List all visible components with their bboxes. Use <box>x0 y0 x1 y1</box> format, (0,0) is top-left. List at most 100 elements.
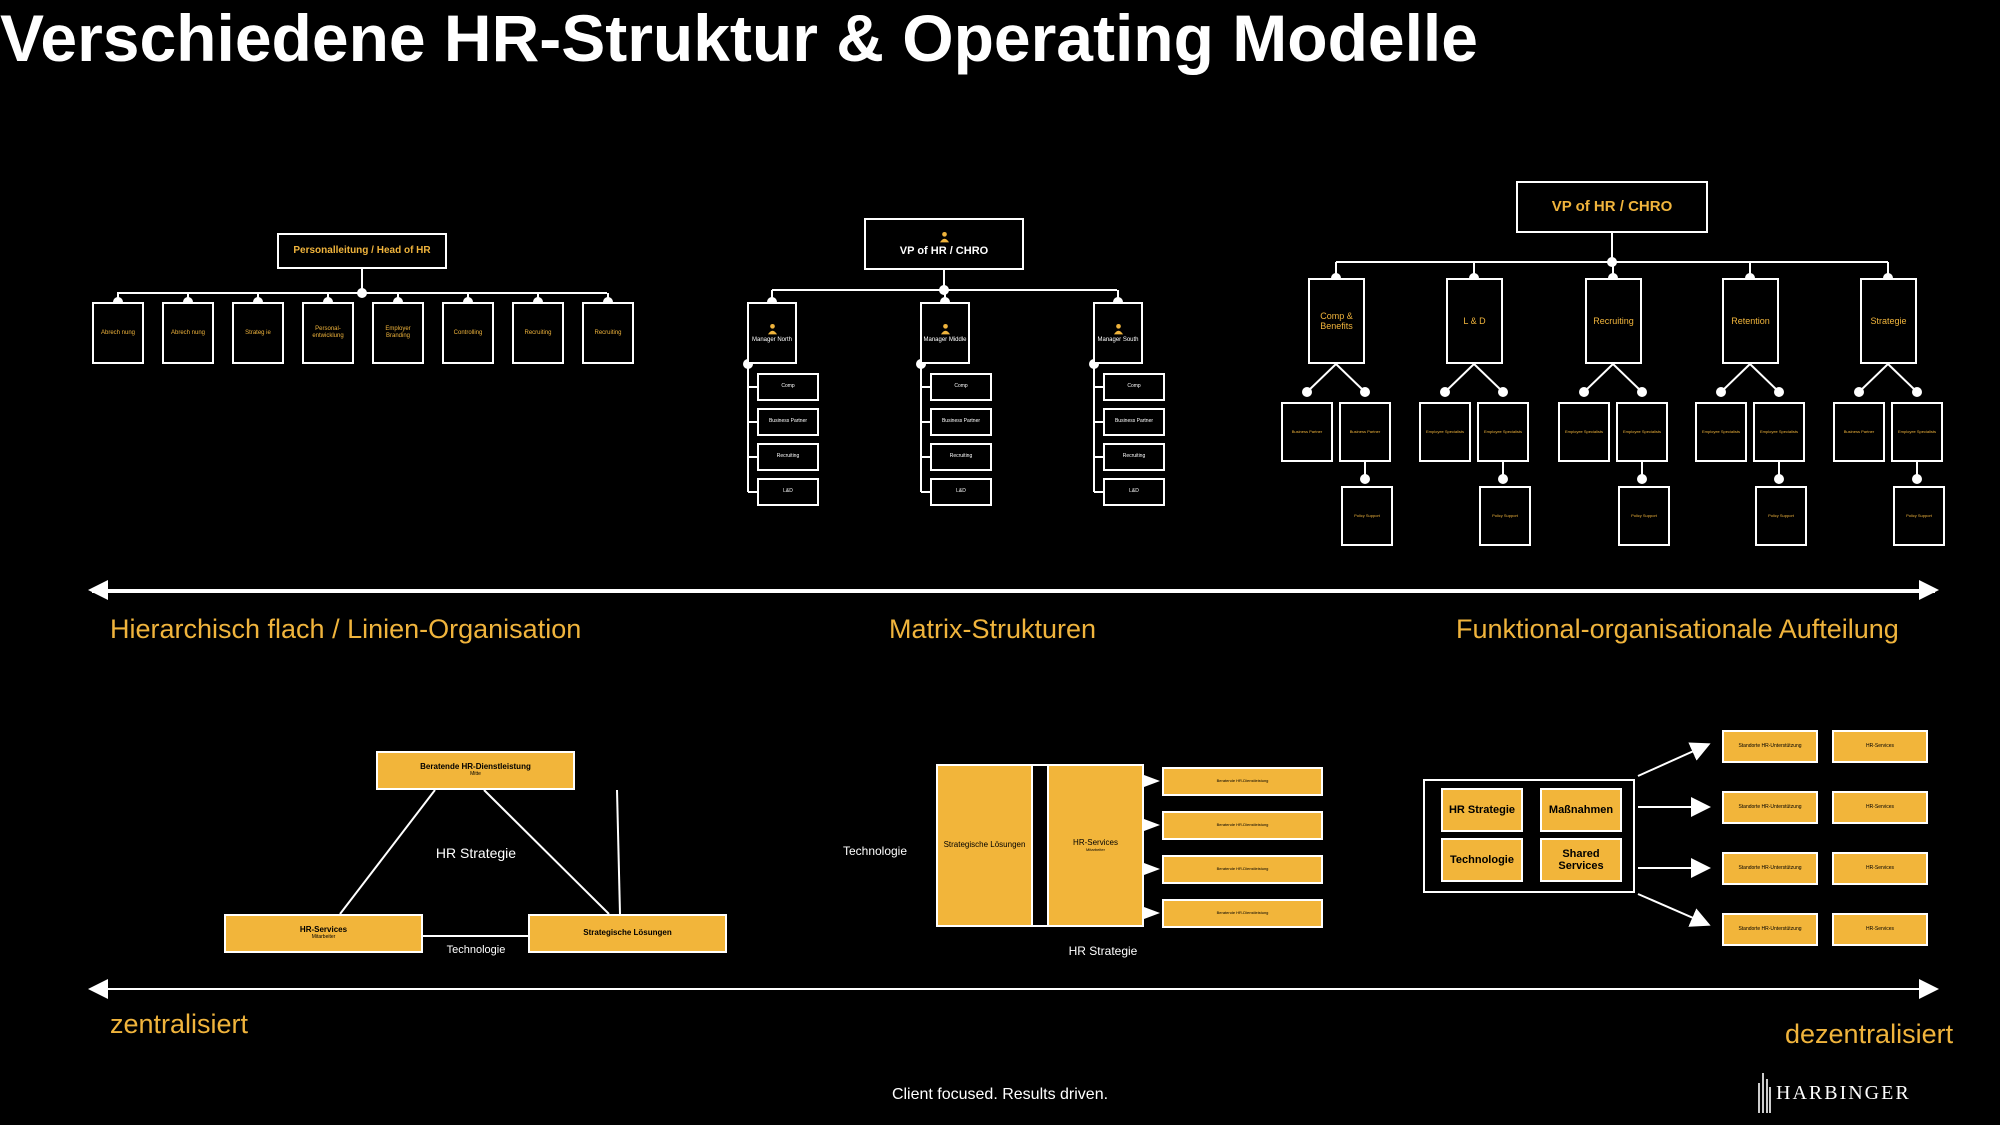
flat-head-label: Personalleitung / Head of HR <box>293 245 431 257</box>
flat-child-1: Abrech nung <box>162 302 214 364</box>
matrix2-row-3-label: Beratende HR-Dienstleistung <box>1216 910 1269 916</box>
matrix-item-1-1: Business Partner <box>930 408 992 436</box>
triangle-top-box: Beratende HR-Dienstleistung Mitte <box>376 751 575 790</box>
decentral-row-0-b-label: HR-Services <box>1865 742 1895 749</box>
functional-support-4: Policy Support <box>1893 486 1945 546</box>
decentral-row-1-a: Standorte HR-Unterstützung <box>1722 791 1818 824</box>
functional-support-2: Policy Support <box>1618 486 1670 546</box>
flat-child-2-label: Strateg ie <box>245 329 271 336</box>
functional-sub-3-1: Employee Specialists <box>1753 402 1805 462</box>
matrix-manager-0-label: Manager North <box>751 336 793 343</box>
decentral-cell-3-label: Shared Services <box>1558 847 1604 872</box>
matrix-item-1-3: L&D <box>930 478 992 506</box>
matrix-manager-1: Manager Middle <box>920 302 970 364</box>
functional-support-3-label: Policy Support <box>1768 512 1794 518</box>
flat-head-box: Personalleitung / Head of HR <box>277 233 447 269</box>
matrix-item-0-1-label: Business Partner <box>768 418 808 425</box>
flat-child-4: Employer Branding <box>372 302 424 364</box>
functional-dept-0-label: Comp & Benefits <box>1320 310 1353 331</box>
person-icon <box>940 323 950 334</box>
functional-head-label: VP of HR / CHRO <box>1551 198 1673 216</box>
flat-child-1-label: Abrech nung <box>170 329 206 336</box>
matrix2-box-services-sub: Mitarbeiter <box>1086 846 1105 852</box>
footer-tagline: Client focused. Results driven. <box>891 1086 1109 1103</box>
decentral-row-1-b: HR-Services <box>1832 791 1928 824</box>
triangle-left-label: HR-Services <box>299 925 348 935</box>
matrix2-box-services-label: HR-Services <box>1073 837 1118 847</box>
flat-child-2: Strateg ie <box>232 302 284 364</box>
matrix-item-0-3: L&D <box>757 478 819 506</box>
matrix-item-0-3-label: L&D <box>783 488 793 495</box>
flat-child-4-label: Employer Branding <box>385 326 411 339</box>
person-icon <box>767 323 777 334</box>
matrix-item-0-0: Comp <box>757 373 819 401</box>
functional-support-1-label: Policy Support <box>1492 512 1518 518</box>
functional-sub-4-1-label: Employee Specialists <box>1897 428 1937 434</box>
axis2-left-label: zentralisiert <box>110 1009 249 1039</box>
flat-child-3: Personal-entwicklung <box>302 302 354 364</box>
matrix-item-2-1-label: Business Partner <box>1114 418 1154 425</box>
matrix-head-box: VP of HR / CHRO <box>864 218 1024 270</box>
matrix-manager-1-label: Manager Middle <box>923 336 967 343</box>
decentral-row-2-b-label: HR-Services <box>1865 864 1895 871</box>
decentral-row-0-a-label: Standorte HR-Unterstützung <box>1738 742 1802 749</box>
triangle-top-label: Beratende HR-Dienstleistung <box>420 762 531 772</box>
matrix2-box-strategic-label: Strategische Lösungen <box>943 840 1026 850</box>
functional-dept-4: Strategie <box>1860 278 1917 364</box>
matrix-item-1-2-label: Recruiting <box>949 453 973 460</box>
decentral-cell-1: Maßnahmen <box>1540 788 1622 832</box>
matrix2-box-services: HR-Services Mitarbeiter <box>1047 764 1144 927</box>
matrix2-row-2: Beratende HR-Dienstleistung <box>1162 855 1323 884</box>
matrix2-row-2-label: Beratende HR-Dienstleistung <box>1216 866 1269 872</box>
matrix2-row-3: Beratende HR-Dienstleistung <box>1162 899 1323 928</box>
functional-sub-2-0-label: Employee Specialists <box>1564 428 1604 434</box>
functional-sub-3-0: Employee Specialists <box>1695 402 1747 462</box>
functional-dept-0: Comp & Benefits <box>1308 278 1365 364</box>
decentral-row-1-a-label: Standorte HR-Unterstützung <box>1738 803 1802 810</box>
matrix-item-2-0-label: Comp <box>1127 383 1141 390</box>
functional-support-1: Policy Support <box>1479 486 1531 546</box>
matrix2-row-0: Beratende HR-Dienstleistung <box>1162 767 1323 796</box>
triangle-top-sub: Mitte <box>470 771 481 778</box>
decentral-row-0-b: HR-Services <box>1832 730 1928 763</box>
axis1-left-label: Hierarchisch flach / Linien-Organisation <box>110 614 582 644</box>
matrix2-row-1: Beratende HR-Dienstleistung <box>1162 811 1323 840</box>
decentral-row-3-b-label: HR-Services <box>1865 925 1895 932</box>
triangle-center-label: HR Strategie <box>435 845 517 861</box>
decentral-row-1-b-label: HR-Services <box>1865 803 1895 810</box>
flat-child-5-label: Controlling <box>453 329 483 336</box>
matrix-item-1-1-label: Business Partner <box>941 418 981 425</box>
triangle-right-label: Strategische Lösungen <box>583 928 672 938</box>
functional-sub-3-0-label: Employee Specialists <box>1701 428 1741 434</box>
functional-sub-1-1: Employee Specialists <box>1477 402 1529 462</box>
triangle-left-box: HR-Services Mitarbeiter <box>224 914 423 953</box>
matrix2-row-0-label: Beratende HR-Dienstleistung <box>1216 778 1269 784</box>
flat-child-0-label: Abrech nung <box>100 329 136 336</box>
matrix-item-2-0: Comp <box>1103 373 1165 401</box>
matrix-item-0-1: Business Partner <box>757 408 819 436</box>
flat-child-6-label: Recruiting <box>524 329 552 336</box>
matrix-head-label: VP of HR / CHRO <box>899 244 989 257</box>
axis1-middle-label: Matrix-Strukturen <box>889 614 1097 644</box>
functional-sub-0-0-label: Business Partner <box>1291 428 1323 434</box>
functional-sub-0-1: Business Partner <box>1339 402 1391 462</box>
triangle-right-box: Strategische Lösungen <box>528 914 727 953</box>
axis1-right-label: Funktional-organisationale Aufteilung <box>1456 614 1899 644</box>
functional-sub-4-1: Employee Specialists <box>1891 402 1943 462</box>
matrix2-box-strategic: Strategische Lösungen <box>936 764 1033 927</box>
matrix-item-1-0-label: Comp <box>954 383 968 390</box>
functional-dept-3-label: Retention <box>1731 315 1770 326</box>
decentral-cell-3: Shared Services <box>1540 838 1622 882</box>
flat-child-6: Recruiting <box>512 302 564 364</box>
functional-support-3: Policy Support <box>1755 486 1807 546</box>
functional-sub-1-0-label: Employee Specialists <box>1425 428 1465 434</box>
decentral-container <box>1423 779 1635 893</box>
matrix-item-0-2: Recruiting <box>757 443 819 471</box>
matrix-item-1-2: Recruiting <box>930 443 992 471</box>
flat-child-7-label: Recruiting <box>594 329 622 336</box>
matrix-item-1-3-label: L&D <box>956 488 966 495</box>
functional-sub-2-1-label: Employee Specialists <box>1622 428 1662 434</box>
decentral-cell-1-label: Maßnahmen <box>1548 803 1614 816</box>
matrix-item-2-2-label: Recruiting <box>1122 453 1146 460</box>
